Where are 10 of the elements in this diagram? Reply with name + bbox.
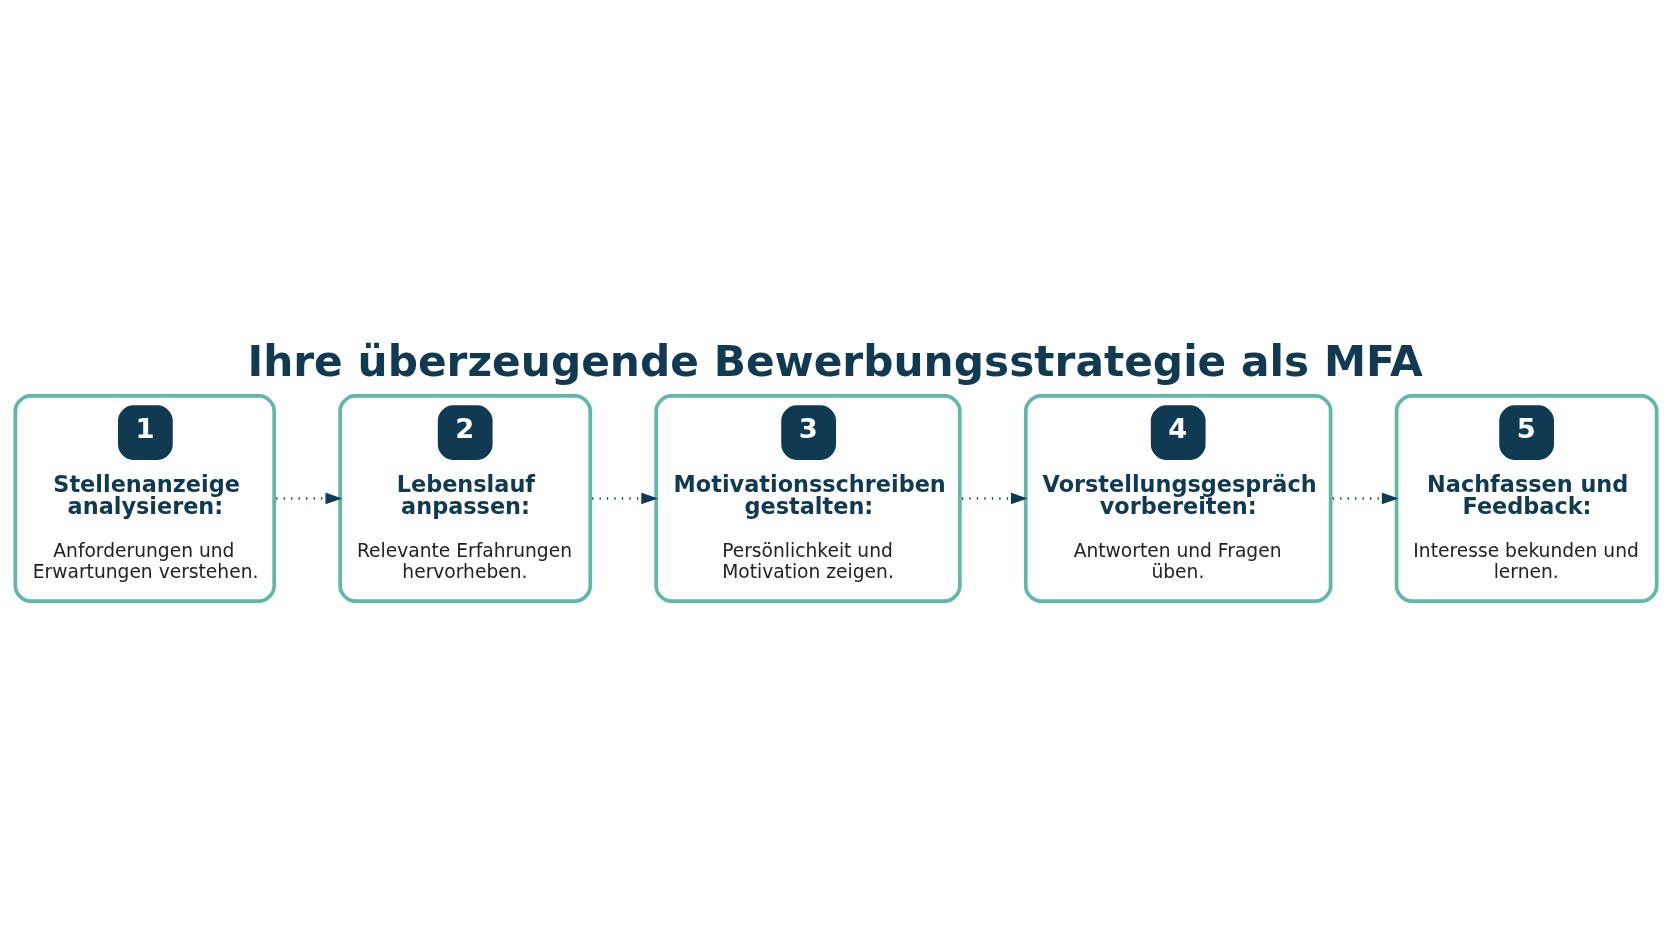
node-box: 2 Lebenslauf anpassen: Relevante Erfahrungen hervorheben. [338,393,593,604]
node-box: 4 Vorstellungsgespräch vorbereiten: Antworten und Fragen üben. [1023,393,1333,604]
node-box: 5 Nachfassen und Feedback: Interesse bekunden und lernen. [1394,393,1659,604]
node-box: 1 Stellenanzeige analysieren: Anforderungen und Erwartungen verstehen. [13,393,277,604]
arrow [592,492,658,505]
arrow [276,492,343,505]
arrow [1332,492,1399,505]
node-box: 3 Motivationsschreiben gestalten: Persönlichkeit und Motivation zeigen. [654,393,962,604]
diagram-title: Ihre überzeugende Bewerbungsstrategie als MFA [247,336,1423,386]
arrow [962,492,1028,505]
